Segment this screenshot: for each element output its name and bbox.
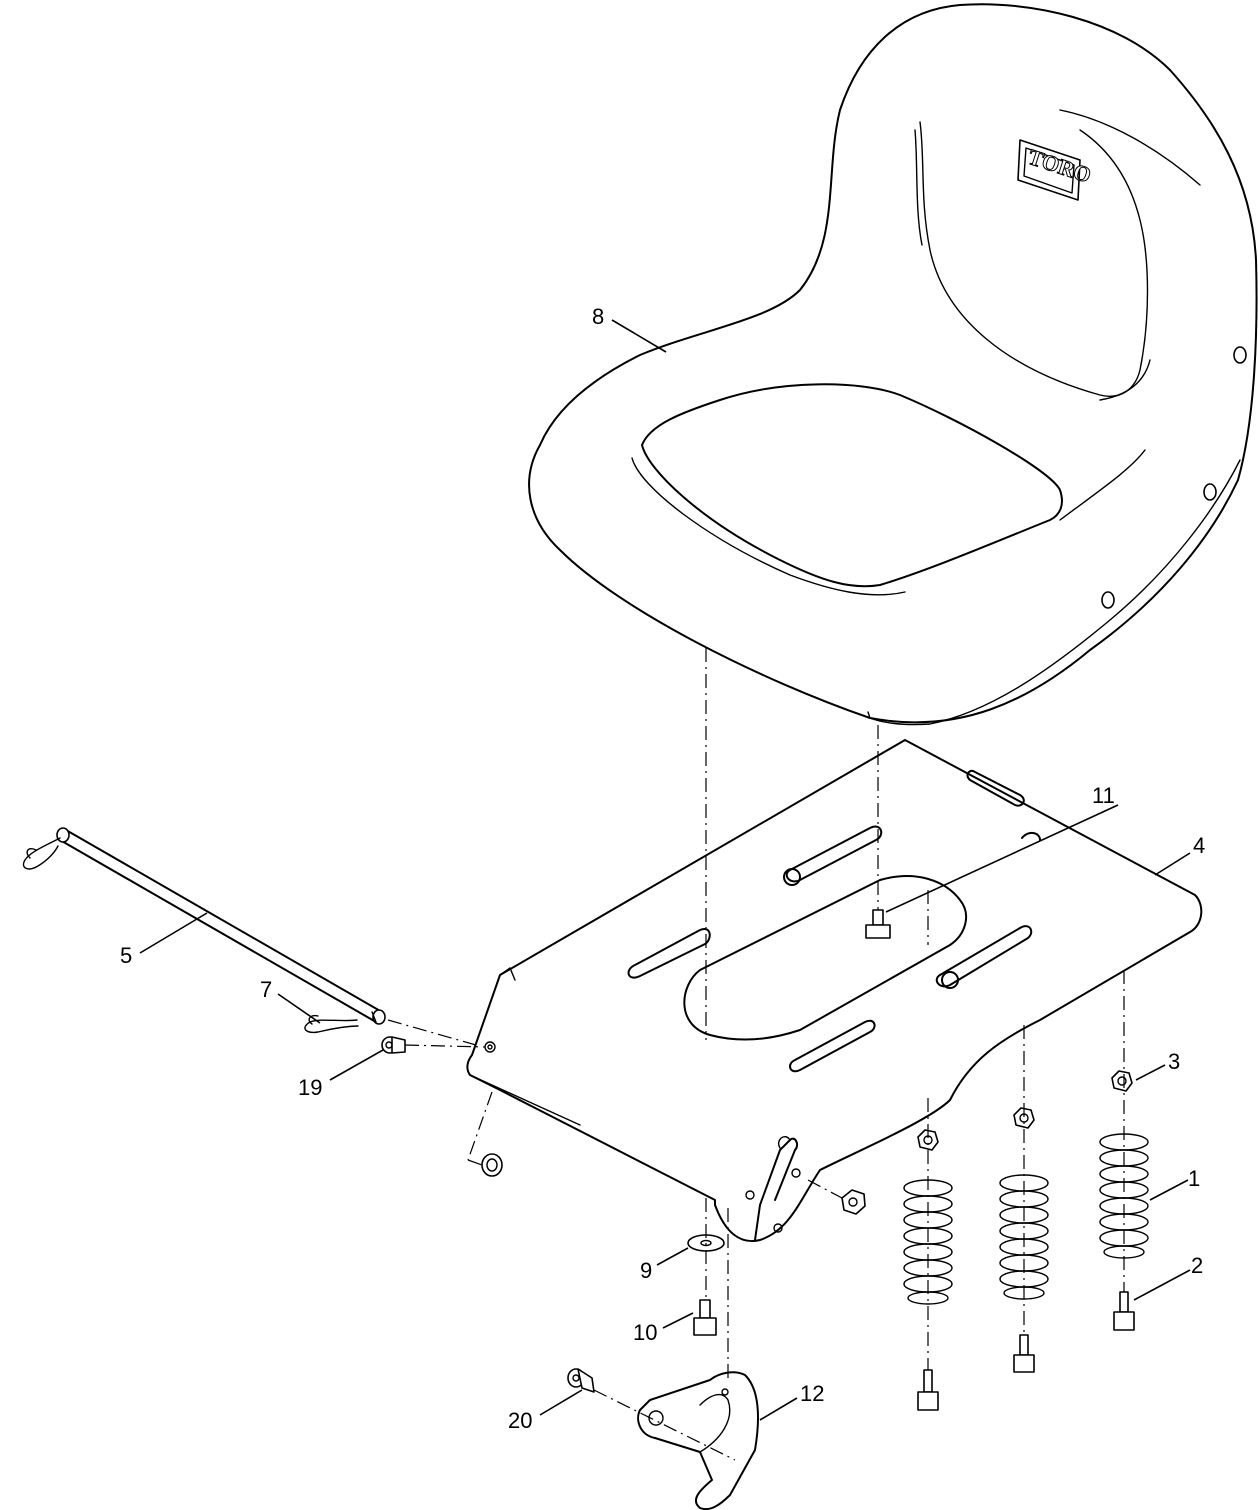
seat-mounting-plate bbox=[466, 739, 1203, 1243]
bolt-11 bbox=[865, 909, 891, 939]
pivot-rod bbox=[56, 827, 386, 1025]
seat-logo: TORO bbox=[1017, 139, 1095, 201]
callout-7: 7 bbox=[260, 977, 272, 1002]
callout-9: 9 bbox=[640, 1258, 652, 1283]
shoulder-bolt-19 bbox=[381, 1036, 406, 1054]
callout-19: 19 bbox=[298, 1075, 322, 1100]
seat-part: TORO bbox=[528, 3, 1258, 726]
callout-3: 3 bbox=[1168, 1049, 1180, 1074]
callout-5: 5 bbox=[120, 943, 132, 968]
callout-1: 1 bbox=[1188, 1166, 1200, 1191]
callout-leaders bbox=[139, 319, 1191, 1421]
spring-assembly-right bbox=[1099, 1070, 1149, 1331]
callout-8: 8 bbox=[592, 304, 604, 329]
assembly-centerlines bbox=[387, 648, 1125, 1461]
callout-20: 20 bbox=[508, 1408, 532, 1433]
hairpin-clip-7 bbox=[304, 1014, 359, 1034]
spring-assembly-middle bbox=[999, 1107, 1049, 1373]
flange-nut-right bbox=[841, 1189, 866, 1215]
shoulder-bolt-20 bbox=[567, 1368, 595, 1393]
callout-10: 10 bbox=[633, 1320, 657, 1345]
bolt-10 bbox=[693, 1299, 717, 1336]
callout-12: 12 bbox=[800, 1381, 824, 1406]
callout-4: 4 bbox=[1193, 833, 1205, 858]
callout-11: 11 bbox=[1092, 783, 1115, 808]
callout-labels: 8 11 4 5 7 19 3 1 2 9 10 12 20 bbox=[120, 304, 1205, 1433]
hairpin-clip-upper bbox=[22, 837, 61, 870]
latch-bracket-12 bbox=[637, 1371, 759, 1510]
flange-nut-left bbox=[481, 1153, 503, 1177]
callout-2: 2 bbox=[1191, 1253, 1203, 1278]
